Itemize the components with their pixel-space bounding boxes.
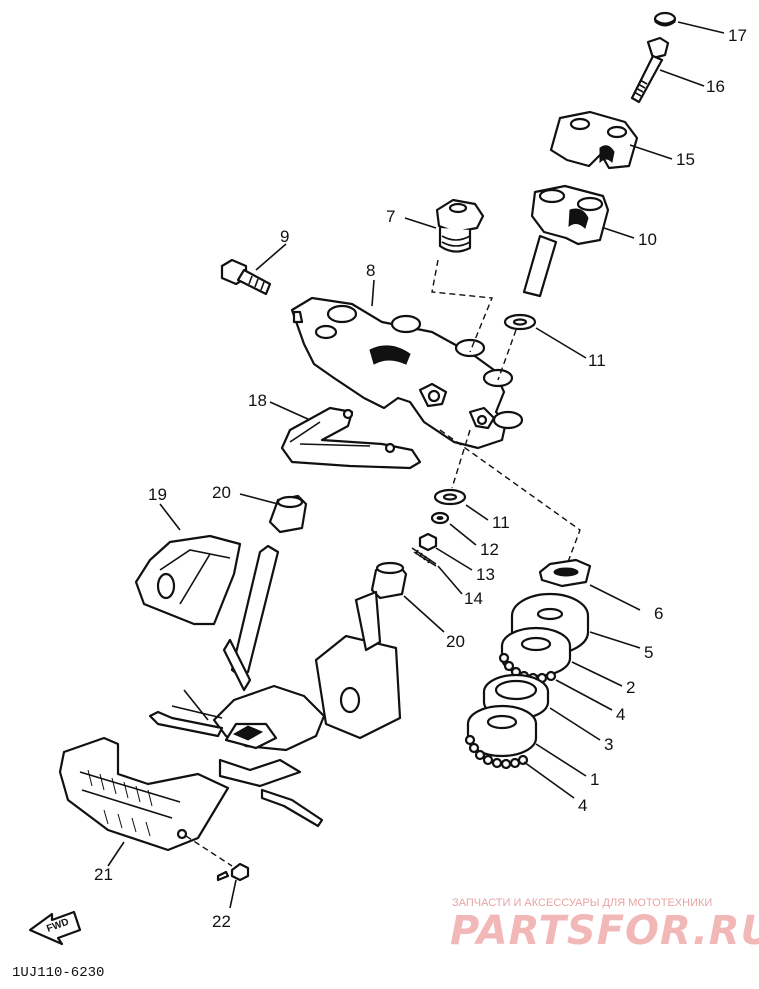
callout-1: 1 bbox=[590, 770, 599, 789]
part-19-stay bbox=[134, 534, 402, 828]
part-4-ball-bearings-lower bbox=[464, 734, 529, 770]
part-1-lower-race bbox=[466, 704, 538, 758]
callout-3: 3 bbox=[604, 735, 613, 754]
part-20-grommet-lower bbox=[370, 561, 408, 600]
callout-18: 18 bbox=[248, 391, 267, 410]
part-6-ring-nut bbox=[538, 558, 592, 588]
callout-15: 15 bbox=[676, 150, 695, 169]
leader-20a bbox=[239, 493, 279, 505]
callout-5: 5 bbox=[644, 643, 653, 662]
callout-16: 16 bbox=[706, 77, 725, 96]
leader-10 bbox=[603, 227, 635, 239]
callout-21: 21 bbox=[94, 865, 113, 884]
leader-17 bbox=[677, 21, 725, 34]
part-11-washer-lower bbox=[433, 488, 467, 506]
part-7-crown-bolt bbox=[435, 198, 485, 253]
callout-4-lower: 4 bbox=[578, 796, 587, 815]
leader-11a bbox=[535, 327, 587, 359]
part-15-upper-holder bbox=[549, 110, 639, 170]
callout-12: 12 bbox=[480, 540, 499, 559]
leader-3 bbox=[549, 707, 601, 741]
leader-22 bbox=[229, 879, 237, 909]
callout-11-lower: 11 bbox=[492, 513, 510, 532]
leader-14 bbox=[437, 565, 463, 595]
watermark-brand: PARTSFOR.RU bbox=[450, 908, 759, 954]
forward-direction-arrow: FWD bbox=[28, 910, 82, 946]
part-14-screw bbox=[411, 547, 437, 567]
leader-1 bbox=[535, 743, 587, 777]
drawing-code: 1UJ110-6230 bbox=[12, 965, 104, 981]
part-10-lower-holder bbox=[522, 184, 610, 298]
callout-11-upper: 11 bbox=[588, 351, 606, 370]
leader-13 bbox=[435, 547, 473, 571]
assembly-line-11b bbox=[451, 429, 471, 489]
callout-17: 17 bbox=[728, 26, 747, 45]
part-11-washer-upper bbox=[503, 313, 537, 331]
callout-19: 19 bbox=[148, 485, 167, 504]
part-12-washer bbox=[430, 511, 450, 525]
leader-4b bbox=[523, 761, 575, 799]
part-17-cap bbox=[653, 11, 677, 27]
leader-12 bbox=[449, 523, 477, 546]
callout-7: 7 bbox=[386, 207, 395, 226]
part-9-pinch-bolt bbox=[220, 258, 272, 296]
callout-6: 6 bbox=[654, 604, 663, 623]
leader-2 bbox=[571, 661, 623, 687]
callout-2: 2 bbox=[626, 678, 635, 697]
leader-16 bbox=[659, 69, 705, 87]
assembly-line-11 bbox=[497, 329, 517, 381]
callout-10: 10 bbox=[638, 230, 657, 249]
leader-9 bbox=[255, 243, 287, 271]
assembly-line-22 bbox=[185, 835, 233, 867]
callout-4-upper: 4 bbox=[616, 705, 625, 724]
leader-20b bbox=[403, 595, 445, 633]
callout-20-lower: 20 bbox=[446, 632, 465, 651]
leader-21 bbox=[107, 841, 125, 867]
leader-15 bbox=[629, 144, 673, 160]
callout-20-upper: 20 bbox=[212, 483, 231, 502]
part-13-nut bbox=[418, 532, 438, 552]
callout-8: 8 bbox=[366, 261, 375, 280]
leader-19 bbox=[159, 503, 181, 531]
callout-9: 9 bbox=[280, 227, 289, 246]
leader-11b bbox=[465, 504, 489, 521]
part-21-cover bbox=[58, 736, 230, 852]
part-16-bolt bbox=[630, 36, 670, 104]
part-20-grommet-upper bbox=[268, 494, 308, 534]
watermark-tagline: ЗАПЧАСТИ И АКСЕССУАРЫ ДЛЯ МОТОТЕХНИКИ bbox=[452, 897, 712, 909]
part-18-bracket bbox=[280, 406, 422, 470]
assembly-line-6 bbox=[439, 429, 581, 571]
assembly-line-7 bbox=[431, 259, 494, 353]
callout-13: 13 bbox=[476, 565, 495, 584]
leader-6 bbox=[589, 584, 641, 611]
leader-18 bbox=[269, 401, 311, 421]
callout-22: 22 bbox=[212, 912, 231, 931]
leader-4a bbox=[555, 679, 613, 711]
leader-7 bbox=[404, 217, 437, 229]
leader-8 bbox=[371, 279, 375, 307]
callout-14: 14 bbox=[464, 589, 483, 608]
leader-5 bbox=[589, 631, 641, 649]
part-22-screw bbox=[216, 862, 250, 882]
